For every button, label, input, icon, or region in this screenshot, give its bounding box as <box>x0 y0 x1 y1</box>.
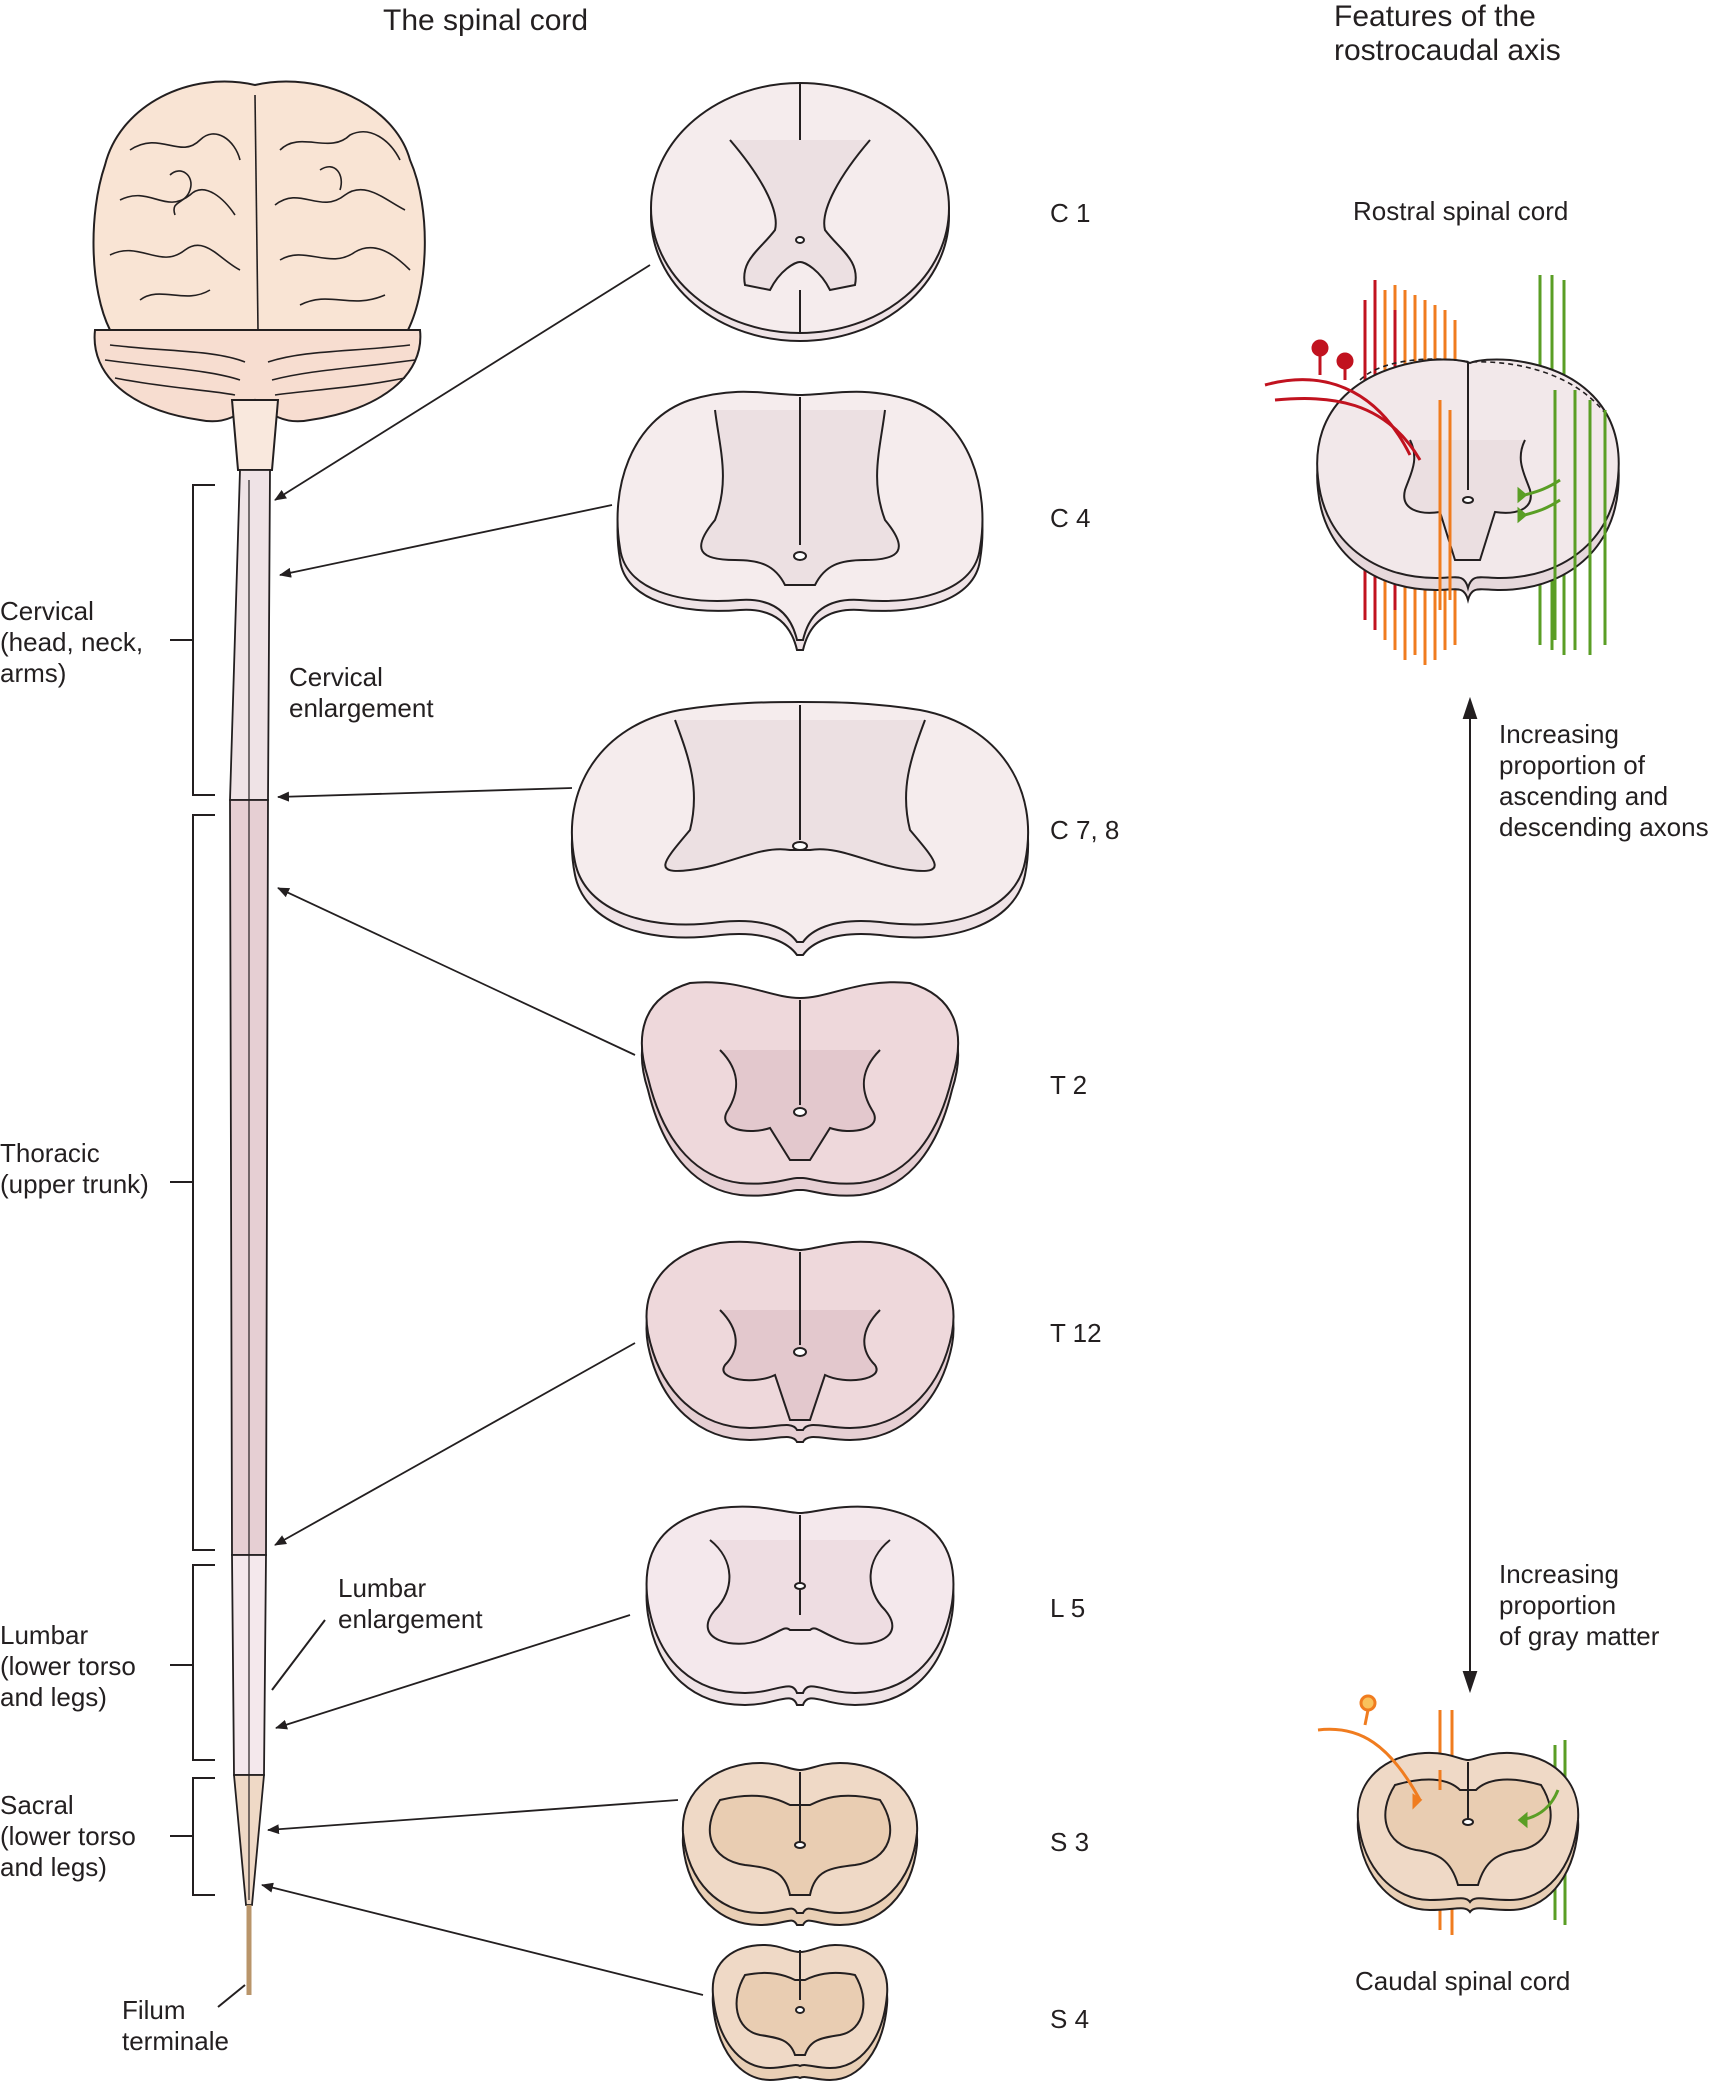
region-label-thoracic: Thoracic (upper trunk) <box>0 1138 149 1199</box>
segment-label-t12: T 12 <box>1050 1318 1102 1348</box>
section-s3 <box>681 1761 919 1927</box>
segment-label-l5: L 5 <box>1050 1593 1086 1623</box>
note-ascending-descending: Increasing proportion of ascending and d… <box>1499 719 1709 842</box>
section-c1 <box>650 82 950 342</box>
note-gray-matter: Increasing proportion of gray matter <box>1499 1559 1660 1651</box>
section-t2 <box>641 981 959 1197</box>
brain-illustration <box>92 80 426 471</box>
arrow-t12 <box>274 1342 636 1546</box>
section-s4 <box>711 1943 889 2082</box>
label-rostral-spinal-cord: Rostral spinal cord <box>1353 196 1569 226</box>
segment-label-c4: C 4 <box>1050 503 1091 533</box>
label-filum-terminale: Filum terminale <box>122 1995 229 2056</box>
segment-label-s3: S 3 <box>1050 1827 1090 1857</box>
leader-filum <box>217 1984 246 2008</box>
section-t12 <box>645 1240 955 1443</box>
rostral-section <box>1264 275 1620 665</box>
bracket-lumbar <box>170 1564 215 1761</box>
segment-label-t2: T 2 <box>1050 1070 1088 1100</box>
label-lumbar-enlargement: Lumbar enlargement <box>338 1573 483 1634</box>
arrow-c78 <box>277 787 573 802</box>
region-label-lumbar: Lumbar (lower torso and legs) <box>0 1620 136 1712</box>
rostral-red-neurons <box>1264 339 1422 461</box>
region-label-sacral: Sacral (lower torso and legs) <box>0 1790 136 1882</box>
cerebrum <box>92 80 426 331</box>
heading-spinal-cord: The spinal cord <box>383 4 589 37</box>
section-l5 <box>645 1505 955 1707</box>
segment-label-c1: C 1 <box>1050 198 1091 228</box>
arrow-c1 <box>274 264 651 501</box>
bracket-sacral <box>170 1777 215 1896</box>
label-cervical-enlargement: Cervical enlargement <box>289 662 434 723</box>
caudal-section <box>1317 1694 1580 1935</box>
segment-label-s4: S 4 <box>1050 2004 1090 2034</box>
bracket-thoracic <box>170 814 215 1551</box>
heading-features: Features of the rostrocaudal axis <box>1334 0 1561 67</box>
spinal-cord-column <box>229 469 271 1995</box>
segment-label-c78: C 7, 8 <box>1050 815 1120 845</box>
region-label-cervical: Cervical (head, neck, arms) <box>0 596 144 688</box>
rostral-orange-front <box>1438 400 1452 610</box>
bracket-cervical <box>170 484 215 796</box>
label-caudal-spinal-cord: Caudal spinal cord <box>1355 1966 1571 1996</box>
arrow-c4 <box>279 504 613 578</box>
arrow-s3 <box>267 1799 679 1835</box>
section-arrows <box>261 264 704 1996</box>
cord-cervical <box>229 469 271 801</box>
region-brackets <box>170 484 326 2008</box>
arrow-l5 <box>275 1614 631 1730</box>
leader-lumbar-enlargement <box>271 1619 326 1691</box>
section-c4 <box>616 390 984 651</box>
section-c78 <box>570 701 1030 956</box>
rostral-green-front <box>1517 390 1607 655</box>
arrow-s4 <box>261 1882 704 1996</box>
arrow-t2 <box>277 887 636 1056</box>
brainstem <box>230 399 280 471</box>
rostrocaudal-axis-arrow <box>1462 696 1478 1694</box>
